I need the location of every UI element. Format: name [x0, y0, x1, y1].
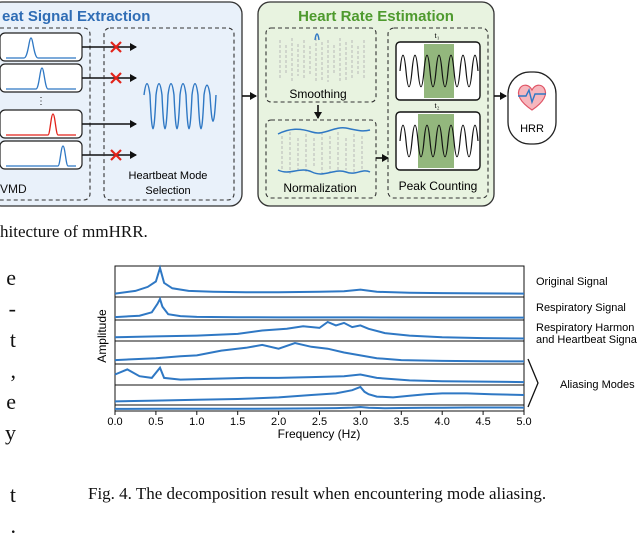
- mode-box-4: [0, 140, 83, 170]
- estimation-panel: Heart Rate Estimation Smoothing Normaliz…: [257, 1, 495, 207]
- mode-box-2: [0, 63, 83, 93]
- series-line: [114, 296, 524, 319]
- series-line: [114, 365, 525, 384]
- peak-window-1: t₁: [395, 31, 481, 101]
- x-tick-label: 2.0: [271, 416, 286, 428]
- x-tick-label: 3.0: [353, 416, 368, 428]
- margin-char: e: [6, 265, 16, 290]
- margin-char: y: [5, 420, 16, 445]
- x-tick-label: 1.5: [230, 416, 245, 428]
- hrr-icon: HRR: [507, 71, 557, 145]
- figure-caption: Fig. 4. The decomposition result when en…: [88, 484, 547, 503]
- svg-text:⋮: ⋮: [36, 96, 46, 107]
- vmd-label: VMD: [0, 182, 27, 196]
- hrr-label: HRR: [520, 123, 544, 135]
- aliasing-brace: [527, 358, 539, 408]
- panel-label: Aliasing Modes: [560, 379, 635, 391]
- heartbeat-wave: [143, 83, 217, 130]
- margin-char: e: [6, 389, 16, 414]
- reject-x-icons: [110, 41, 122, 161]
- x-tick-label: 2.5: [312, 416, 327, 428]
- margin-char: .: [10, 513, 17, 538]
- x-tick-label: 0.5: [148, 416, 163, 428]
- x-tick-label: 3.5: [394, 416, 409, 428]
- panel-label: and Heartbeat Signa: [536, 334, 638, 346]
- selection-label-1: Heartbeat Mode: [129, 170, 208, 182]
- series-line: [114, 264, 525, 295]
- margin-char: [0, 448, 16, 479]
- panel-label: Respiratory Harmon: [536, 322, 634, 334]
- x-tick-label: 5.0: [516, 416, 531, 428]
- figure: eat Signal Extraction ⋮ VMD: [0, 1, 638, 441]
- panel-label: Original Signal: [536, 276, 608, 288]
- caption-top: hitecture of mmHRR.: [0, 222, 148, 241]
- peak-window-2: t₂: [395, 101, 481, 171]
- margin-char: ,: [10, 358, 17, 383]
- x-tick-label: 0.0: [107, 416, 122, 428]
- peak-counting-label: Peak Counting: [399, 179, 478, 193]
- series-line: [114, 341, 525, 363]
- mode-box-1: [0, 32, 83, 62]
- x-tick-label: 4.0: [435, 416, 450, 428]
- t2-label: t₂: [434, 101, 439, 110]
- y-axis-label: Amplitude: [95, 309, 109, 363]
- margin-char: -: [8, 296, 16, 321]
- extraction-title: eat Signal Extraction: [2, 8, 150, 25]
- x-tick-label: 1.0: [189, 416, 204, 428]
- normalization-label: Normalization: [283, 181, 356, 195]
- series-line: [114, 405, 525, 410]
- t1-label: t₁: [434, 31, 439, 40]
- decomposition-chart: Amplitude Frequency (Hz) 0.0 0.5 1.0 1.5 2.0…: [95, 264, 638, 441]
- margin-char: t: [9, 327, 16, 352]
- series-line: [114, 385, 525, 403]
- smoothing-label: Smoothing: [289, 87, 346, 101]
- x-axis-label: Frequency (Hz): [278, 427, 361, 441]
- mode-box-3: [0, 109, 83, 139]
- x-tick-label: 4.5: [475, 416, 490, 428]
- estimation-title: Heart Rate Estimation: [298, 8, 454, 25]
- smoothing-noise: [279, 38, 365, 83]
- selection-label-2: Selection: [145, 185, 190, 197]
- margin-char: t: [9, 482, 16, 507]
- series-line: [114, 320, 525, 340]
- extraction-panel: eat Signal Extraction ⋮ VMD: [0, 1, 243, 207]
- panel-label: Respiratory Signal: [536, 302, 626, 314]
